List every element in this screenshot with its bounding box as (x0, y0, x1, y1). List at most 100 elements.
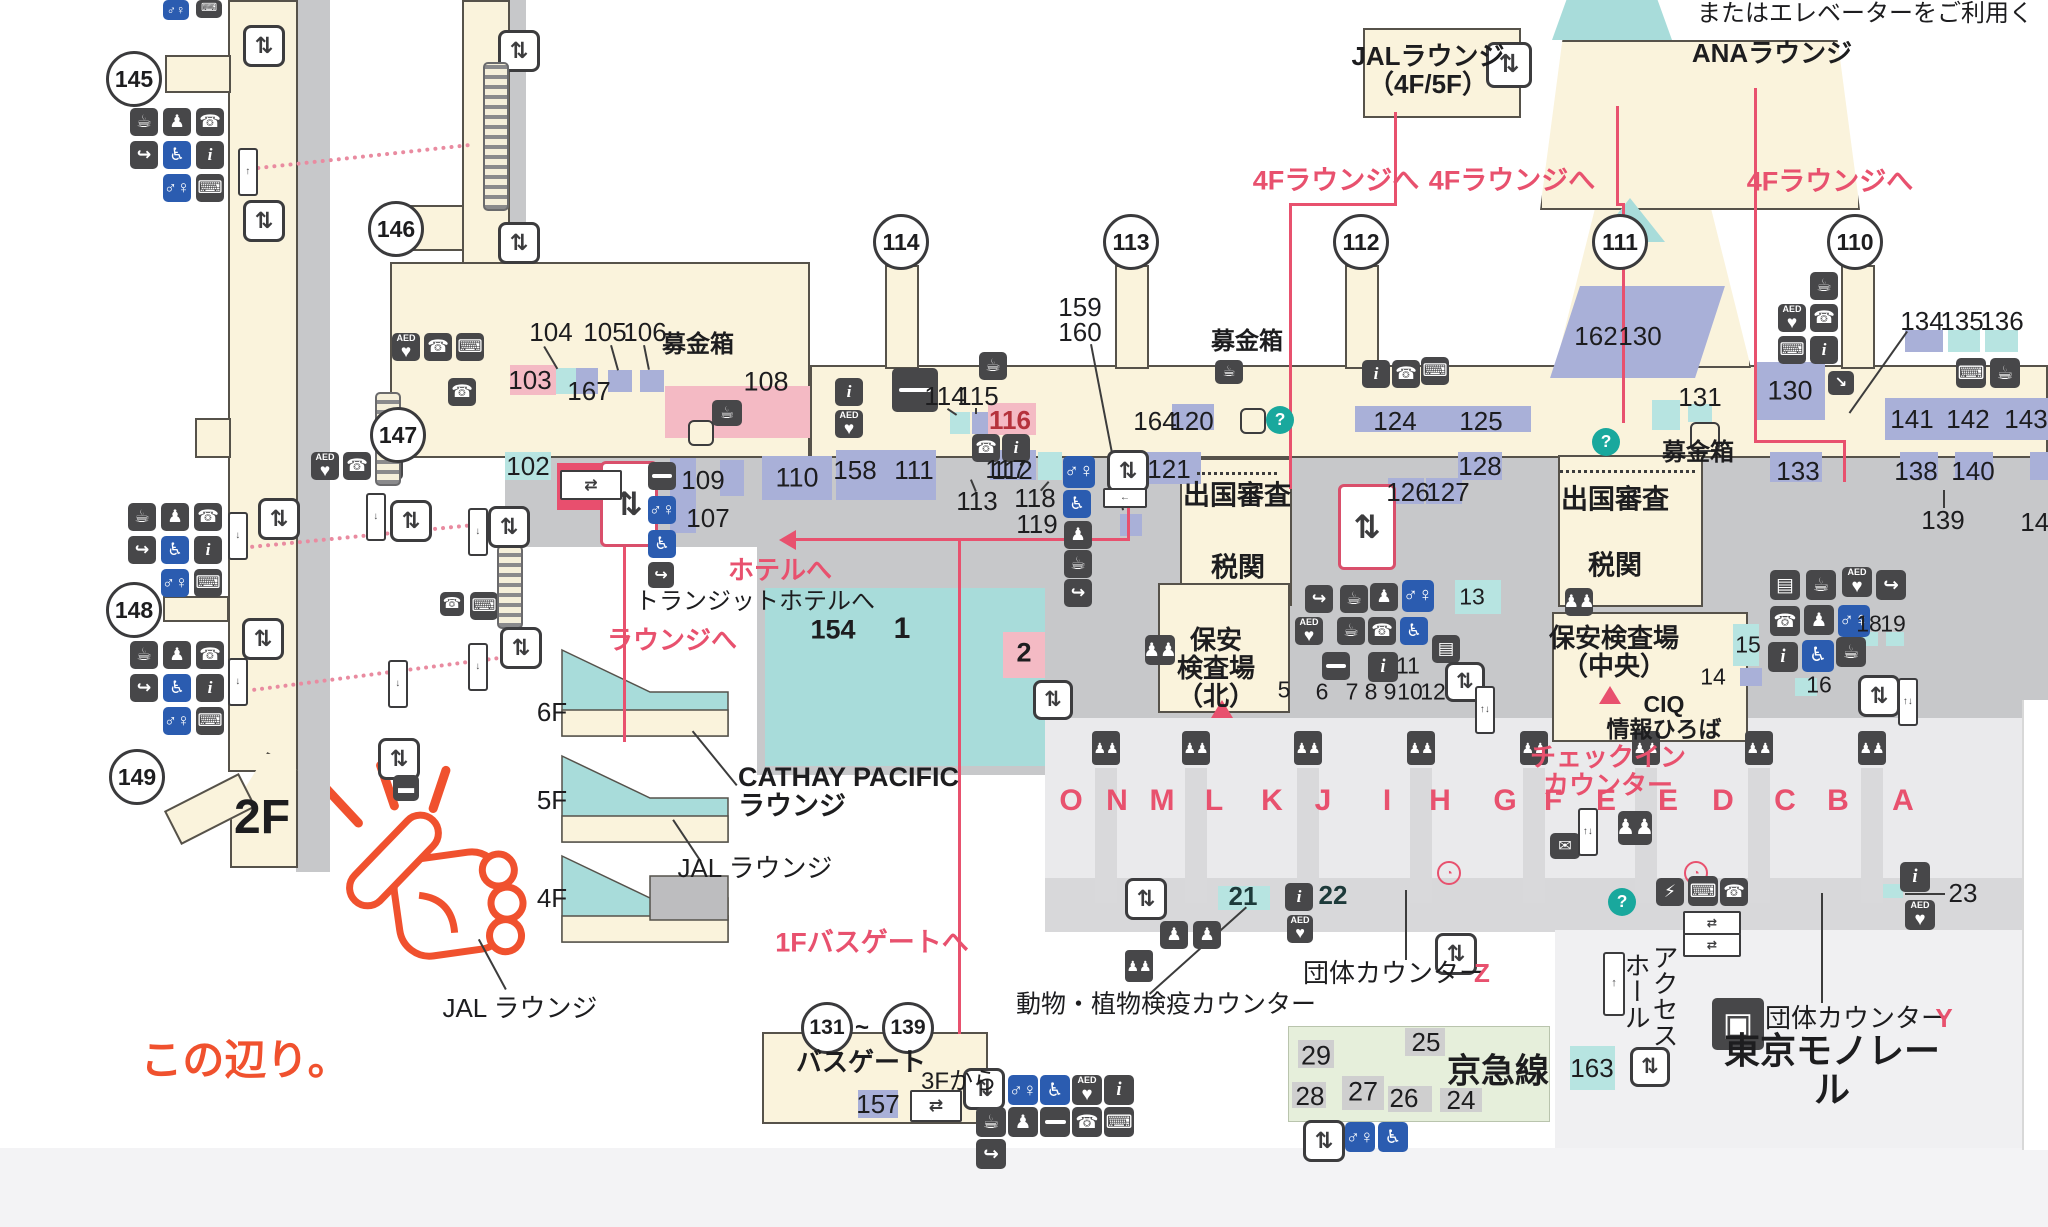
map-label: またはエレベーターをご利用く (1697, 0, 2033, 28)
charge-icon: ⚡ (1656, 878, 1684, 906)
info-icon: i (1810, 336, 1838, 364)
checkin-counter-icon: ♟♟ (1858, 731, 1886, 765)
fountain-icon: ☕ (976, 1107, 1006, 1137)
gate112-pier (1345, 265, 1379, 369)
elevator-icon: ⇅ (1630, 1047, 1670, 1087)
counter-icon: ♟♟ (1563, 588, 1595, 616)
map-label: 162 (1574, 320, 1618, 351)
phone-icon: ☎ (1392, 360, 1420, 388)
shop-tile (1455, 580, 1501, 614)
gate114-pier (885, 265, 919, 369)
info-icon: i (1900, 862, 1930, 892)
route-line (795, 538, 1130, 541)
route-line (958, 540, 961, 1034)
route-line (1622, 203, 1625, 423)
ladder-icon (483, 62, 509, 211)
top-escalator-teal (1552, 0, 1672, 40)
map-label: 116 (989, 404, 1031, 435)
elevator-icon: ⇅ (390, 500, 432, 542)
map-label: 125 (1459, 405, 1503, 436)
counter-icon: ♟♟ (1616, 811, 1654, 845)
map-label: JAL ラウンジ (442, 992, 598, 1023)
map-label: 104 (529, 316, 573, 347)
map-label: 9 (1383, 678, 1397, 705)
phone-icon: ☎ (1810, 304, 1838, 332)
arrows-icon: ⇄ (560, 470, 622, 500)
checkin-row-letter: O (1059, 783, 1083, 817)
route-line (623, 497, 626, 742)
map-label: ホール (1621, 952, 1652, 1030)
info-icon: i (196, 674, 224, 702)
route-line (1394, 112, 1397, 205)
checkin-row-letter: M (1149, 783, 1175, 817)
map-label: 7 (1345, 678, 1359, 705)
map-label: 158 (833, 454, 877, 485)
shop-tile (950, 412, 970, 434)
shop-tile (1652, 400, 1680, 430)
aed-icon: AED♥ (392, 333, 420, 361)
map-label: 12 (1420, 678, 1446, 705)
leader-line (1821, 893, 1823, 1003)
map-label: 25 (1411, 1026, 1441, 1057)
map-label: 121 (1147, 453, 1191, 484)
map-label: バスゲート (795, 1046, 927, 1077)
map-label: 京急線 (1447, 1052, 1549, 1091)
gate-113: 113 (1103, 214, 1159, 270)
shop-tile (1038, 452, 1062, 480)
wheelchair-icon: ♿ (161, 536, 189, 564)
map-label: 団体カウンター (1764, 1002, 1948, 1033)
mail-icon: ✉ (1550, 833, 1580, 859)
fountain-icon: ☕ (1337, 617, 1365, 645)
map-label: 保安検査場 （中央） (1548, 622, 1680, 681)
map-label: 142 (1946, 403, 1990, 434)
shop-tile (1388, 1086, 1432, 1112)
map-label: 117 (985, 453, 1027, 484)
map-label: 163 (1570, 1052, 1614, 1083)
wheelchair-icon: ♿ (1400, 617, 1428, 645)
map-label: 108 (743, 366, 789, 397)
toilets-icon: ♂♀ (648, 496, 676, 524)
tap-icon: ↪ (130, 674, 158, 702)
wheelchair-icon: ♿ (1378, 1122, 1408, 1152)
map-label: 135 (1940, 305, 1984, 336)
shop-tile (1342, 1076, 1384, 1110)
checkin-counter-icon: ♟♟ (1632, 731, 1660, 765)
info-icon: i (1768, 642, 1798, 672)
toilets-icon: ♂♀ (1402, 580, 1434, 612)
seat-icon: ▬ (393, 775, 419, 801)
shop-tile (1900, 452, 1938, 480)
counter-island (1748, 768, 1770, 903)
map-label: 18 (1856, 610, 1882, 637)
map-label: JAL ラウンジ (677, 852, 833, 883)
counter-island (1523, 768, 1545, 903)
wheelchair-icon: ♿ (1040, 1075, 1070, 1105)
map-label: 8 (1364, 678, 1378, 705)
checkin-row-letter: F (1543, 783, 1563, 817)
map-label: 128 (1458, 450, 1502, 481)
shop-tile (608, 370, 632, 392)
elevator-icon: ⇅ (1435, 933, 1477, 975)
shop-tile (1948, 330, 1980, 352)
lane-d-icon: ↓ (228, 512, 248, 560)
gate-139: 139 (882, 1002, 934, 1054)
elevator-icon: ⇅ (258, 498, 300, 540)
locker-icon: ▤ (1770, 570, 1800, 600)
elevator-icon: ⇅ (488, 506, 530, 548)
gate-114: 114 (873, 214, 929, 270)
elevator-icon: ⇅ (1445, 662, 1485, 702)
map-label: 16 (1806, 671, 1832, 698)
map-label: 1 (893, 611, 911, 645)
route-line (1754, 440, 1846, 443)
gate-112: 112 (1333, 214, 1389, 270)
map-label: Z (1474, 957, 1490, 988)
aed-icon: AED♥ (1842, 567, 1872, 597)
shop-tile (1292, 1082, 1326, 1108)
baby-icon: ♟ (1804, 605, 1834, 635)
smoking-icon (1040, 1107, 1070, 1137)
q-icon: ? (1266, 406, 1294, 434)
checkin-row-letter: E (1595, 783, 1617, 817)
aed-icon: AED♥ (1905, 900, 1935, 930)
checkin-counter-icon: ♟♟ (1125, 950, 1153, 982)
map-label: 136 (1980, 305, 2024, 336)
map-label: 19 (1880, 610, 1906, 637)
